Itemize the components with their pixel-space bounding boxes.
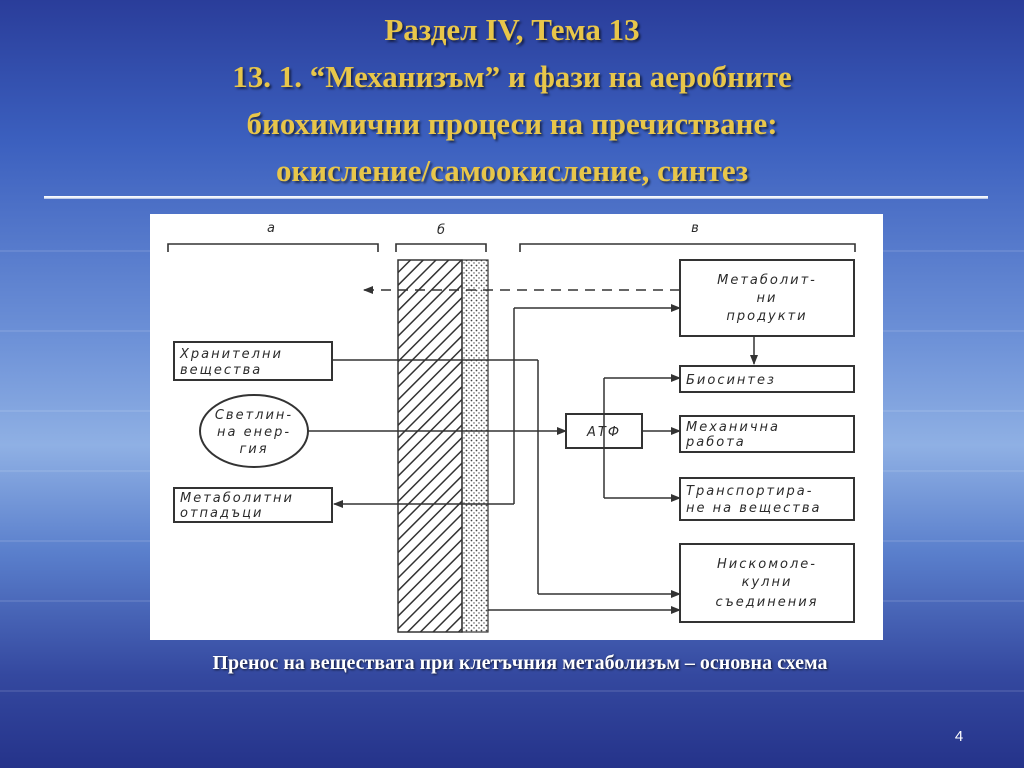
- node-work-line-2: работа: [685, 435, 746, 450]
- node-lowmol-line-1: Нискомоле-: [717, 557, 817, 572]
- zone-brace-c: [519, 243, 856, 252]
- node-mechanical-work: [679, 415, 855, 453]
- node-lowmol-line-3: съединения: [715, 595, 818, 610]
- diagram-figure: а б в Хранителни вещества Светлин- на ен…: [150, 214, 883, 640]
- node-lowmol-line-2: кулни: [742, 575, 793, 590]
- cell-wall-hatched: [397, 259, 463, 633]
- title-line-4: окисление/самоокисление, синтез: [275, 153, 749, 188]
- node-biosynthesis-label: Биосинтез: [686, 373, 776, 388]
- title-line-1: Раздел IV, Тема 13: [384, 12, 640, 47]
- node-waste-line-1: Метаболитни: [180, 491, 294, 506]
- node-products-line-1: Метаболит-: [717, 273, 817, 288]
- node-light-line-2: на енер-: [217, 425, 291, 440]
- node-transport-line-2: не на вещества: [686, 501, 821, 516]
- node-products-line-3: продукти: [726, 309, 807, 324]
- page-number: 4: [954, 728, 964, 745]
- zone-brace-a: [167, 243, 379, 252]
- node-waste-line-2: отпадъци: [180, 506, 263, 521]
- node-products-line-2: ни: [757, 291, 778, 306]
- node-food-substances: [173, 341, 333, 381]
- node-light-line-3: гия: [239, 442, 268, 457]
- node-atp-label: АТФ: [586, 425, 621, 440]
- node-work-line-1: Механична: [686, 420, 780, 435]
- node-metabolic-products: [679, 259, 855, 337]
- node-low-molecular: [679, 543, 855, 623]
- figure-caption: Пренос на веществата при клетъчния метаб…: [212, 652, 828, 674]
- title-divider: [44, 196, 988, 199]
- zone-label-a: а: [267, 221, 277, 236]
- node-food-line-2: вещества: [180, 363, 262, 378]
- node-light-line-1: Светлин-: [215, 408, 293, 423]
- title-line-3: биохимични процеси на пречистване:: [246, 106, 778, 141]
- zone-label-c: в: [691, 221, 701, 236]
- node-transport: [679, 477, 855, 521]
- node-transport-line-1: Транспортира-: [686, 484, 813, 499]
- zone-label-b: б: [437, 223, 447, 238]
- zone-brace-b: [395, 243, 487, 252]
- slide-title: Раздел IV, Тема 13 13. 1. “Механизъм” и …: [0, 6, 1024, 194]
- node-biosynthesis: [679, 365, 855, 393]
- node-food-line-1: Хранителни: [179, 347, 283, 362]
- cell-membrane-dotted: [461, 259, 489, 633]
- node-metabolic-waste: [173, 487, 333, 523]
- cell-metabolism-diagram: а б в Хранителни вещества Светлин- на ен…: [167, 221, 856, 633]
- title-line-2: 13. 1. “Механизъм” и фази на аеробните: [232, 59, 792, 94]
